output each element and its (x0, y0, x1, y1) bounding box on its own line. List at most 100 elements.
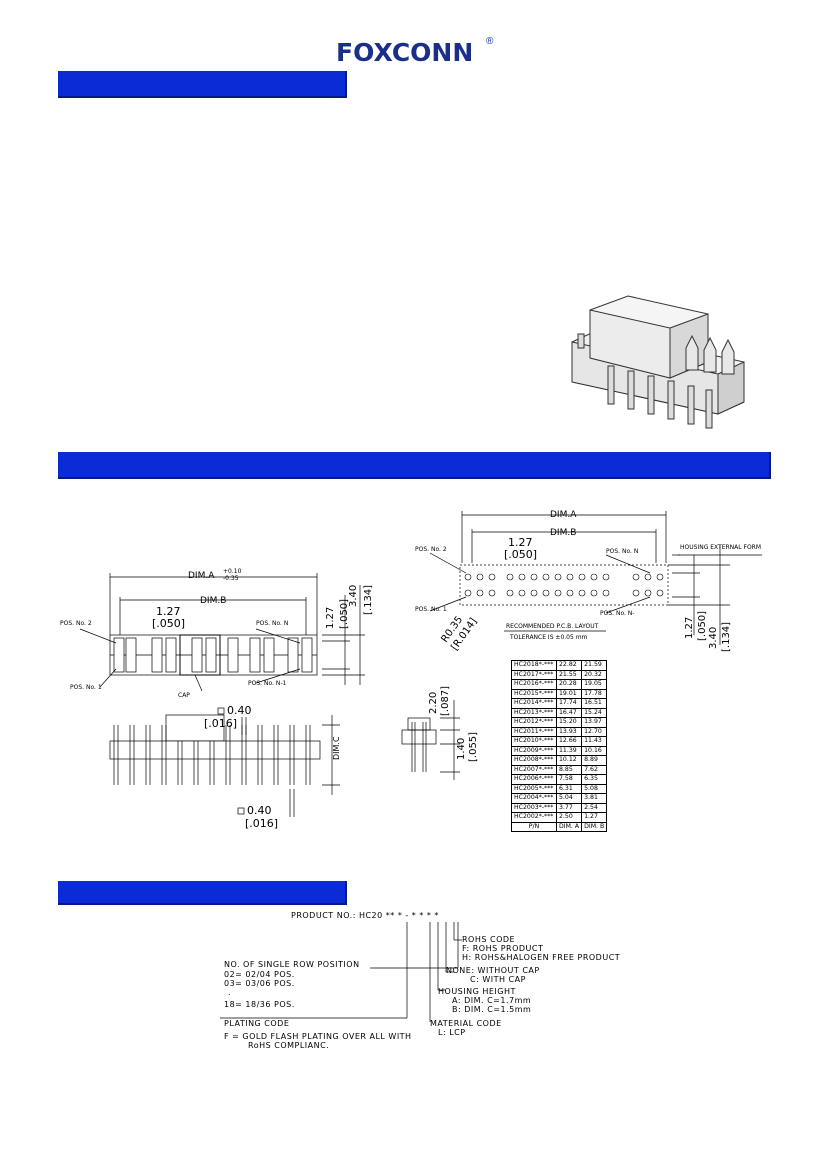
dim-a-tol-minus: -0.35 (223, 575, 239, 582)
logo-text: FOXCONN (336, 38, 474, 67)
cap-label: CAP (178, 692, 190, 699)
pcb-dim-b-label: DIM.B (550, 528, 576, 538)
part-number-cell: HC2006*-*** (511, 774, 557, 785)
dim-b-cell: 11.43 (581, 736, 608, 747)
dim-b-cell: 16.51 (581, 698, 608, 709)
dim-a-cell: 21.55 (555, 669, 583, 680)
part-number-cell: HC2008*-*** (511, 755, 557, 766)
pos-03-label: 03= 03/06 POS. (224, 979, 295, 988)
part-number-cell: HC2007*-*** (511, 764, 557, 775)
pcb-row-pitch-in-label: [.050] (697, 611, 708, 641)
dim-a-tol-plus: +0.10 (223, 568, 242, 575)
part-number-cell: HC2003*-*** (511, 802, 557, 813)
part-number-cell: HC2009*-*** (511, 745, 557, 756)
part-number-cell: HC2002*-*** (511, 812, 557, 823)
part-number-cell: HC2018*-*** (511, 660, 557, 671)
dim-b-cell: 21.59 (581, 660, 608, 671)
pcb-pos-no-n-minus-label: POS. No. N- (600, 610, 635, 617)
pcb-pitch-label: 1.27 (508, 536, 533, 549)
pcb-layout-drawing: DIM.A DIM.B 1.27 [.050] POS. No. 2 POS. … (415, 510, 762, 653)
dim-c-label: DIM.C (332, 736, 340, 760)
pos-no-n-minus-label: POS. No. N-1 (248, 680, 286, 687)
part-code-leaders (220, 922, 462, 1022)
positions-label: NO. OF SINGLE ROW POSITION (224, 960, 360, 969)
pcb-pos-no-n-label: POS. No. N (606, 548, 638, 555)
product-3d-illustration (571, 295, 745, 429)
dim-a-cell: 6.31 (555, 783, 583, 794)
end-view-drawing: 2.20 [.087] 1.40 [.055] (401, 686, 479, 780)
dim-a-cell: 16.47 (555, 707, 583, 718)
row-pitch-label: 1.27 (325, 607, 336, 629)
part-number-cell: HC2004*-*** (511, 793, 557, 804)
pos-no-2-label: POS. No. 2 (60, 620, 92, 627)
dim-b-cell: 3.81 (581, 793, 608, 804)
part-number-cell: HC2011*-*** (511, 726, 557, 737)
pos-18-label: 18= 18/36 POS. (224, 1000, 295, 1009)
part-number-cell: HC2012*-*** (511, 717, 557, 728)
plating-f-label: F = GOLD FLASH PLATING OVER ALL WITH (224, 1032, 412, 1041)
section-bar-drawing (58, 452, 771, 479)
dim-a-cell: 19.01 (555, 688, 583, 699)
part-number-cell: HC2017*-*** (511, 669, 557, 680)
dim-a-cell: 10.12 (555, 755, 583, 766)
row-pitch-in-label: [.050] (339, 599, 350, 629)
part-number-cell: HC2016*-*** (511, 679, 557, 690)
pin-width2-in-label: [.016] (245, 817, 278, 830)
section-bar-description (58, 71, 347, 98)
dim-a-cell: 3.77 (555, 802, 583, 813)
pitch-in-label: [.050] (152, 617, 185, 630)
pcb-pos-no-2-label: POS. No. 2 (415, 546, 447, 553)
rohs-f-label: F: ROHS PRODUCT (462, 944, 544, 953)
width-in-label: [.134] (363, 585, 374, 615)
dim-b-cell: 10.16 (581, 745, 608, 756)
material-l-label: L: LCP (438, 1028, 466, 1037)
registered-mark: ® (486, 36, 494, 47)
section-bar-part-number (58, 881, 347, 905)
dim-b-cell: 1.27 (581, 812, 608, 823)
dim-b-cell: 2.54 (581, 802, 608, 813)
rohs-h-label: H: ROHS&HALOGEN FREE PRODUCT (462, 953, 621, 962)
pin-width-in-label: [.016] (204, 717, 237, 730)
dim-a-cell: 5.04 (555, 793, 583, 804)
pcb-pos-no-1-label: POS. No. 1 (415, 606, 447, 613)
dim-b-cell: 19.05 (581, 679, 608, 690)
dim-b-label: DIM.B (200, 596, 226, 606)
dim-b-cell: 7.62 (581, 764, 608, 775)
plating-code-label: PLATING CODE (224, 1019, 290, 1028)
height1-label: 2.20 (428, 692, 439, 714)
dim-a-cell: 2.50 (555, 812, 583, 823)
table-footer-cell: P/N (511, 821, 557, 832)
pcb-pitch-in-label: [.050] (504, 548, 537, 561)
dim-a-cell: 15.20 (555, 717, 583, 728)
dim-a-cell: 11.39 (555, 745, 583, 756)
cap-c-label: C: WITH CAP (470, 975, 526, 984)
dim-b-cell: 20.32 (581, 669, 608, 680)
dim-b-cell: 5.08 (581, 783, 608, 794)
pos-02-label: 02= 02/04 POS. (224, 970, 295, 979)
dim-b-cell: 8.89 (581, 755, 608, 766)
height-b-label: B: DIM. C=1.5mm (452, 1005, 532, 1014)
dim-b-cell: 17.78 (581, 688, 608, 699)
pcb-width-in-label: [.134] (721, 622, 732, 652)
pitch-label: 1.27 (156, 605, 181, 618)
height2-in-label: [.055] (468, 732, 479, 762)
pcb-width-label: 3.40 (708, 627, 719, 649)
housing-height-label: HOUSING HEIGHT (438, 987, 516, 996)
foxconn-logo: FOXCONN ® (336, 36, 496, 67)
pcb-dim-a-label: DIM.A (550, 510, 577, 520)
part-number-cell: HC2005*-*** (511, 783, 557, 794)
